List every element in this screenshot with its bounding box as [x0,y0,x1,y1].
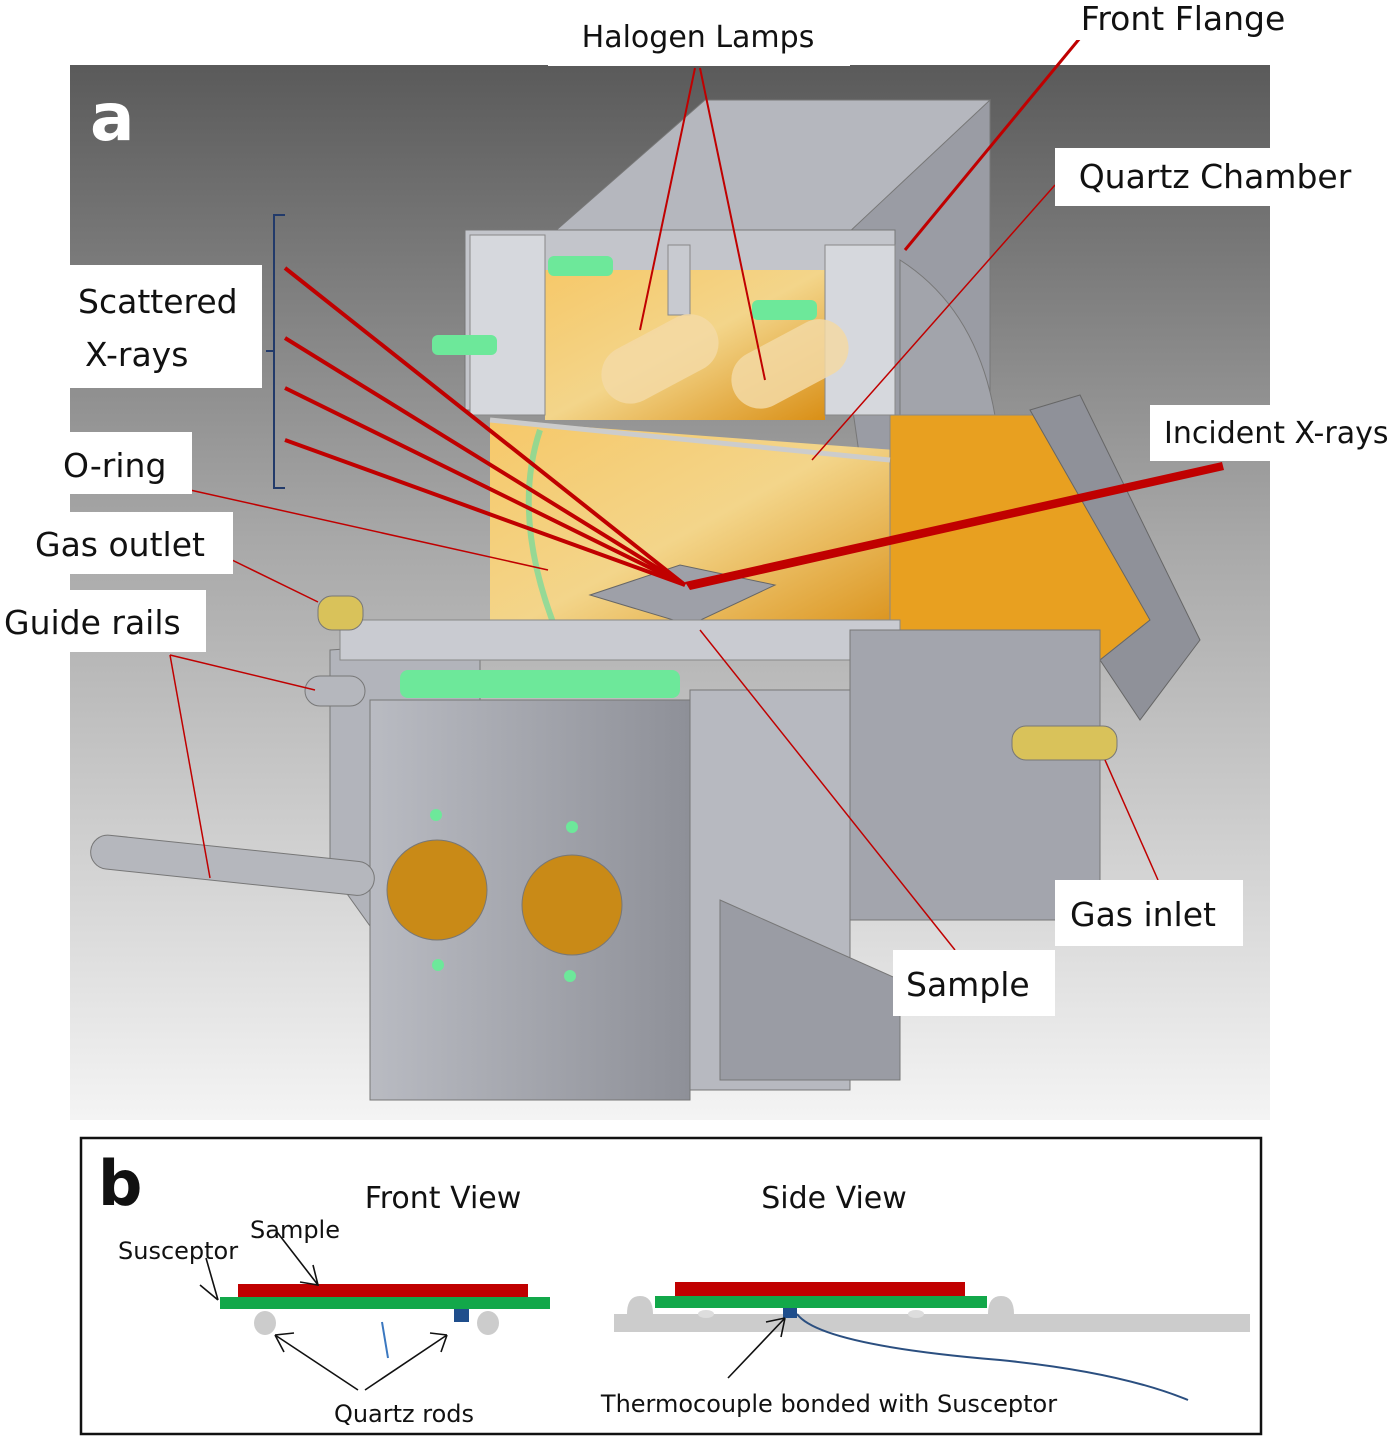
scattered-xrays-bracket [266,214,285,489]
sample-bar [238,1284,528,1297]
svg-text:Scattered: Scattered [78,282,238,321]
label-quartz-chamber: Quartz Chamber [1055,148,1370,206]
seal [548,256,613,276]
gas-inlet-port [1011,725,1118,761]
panel-b: b Front View Sample Susceptor Quartz rod… [79,1136,1263,1436]
annotation-arrows [169,37,1224,951]
svg-text:Gas outlet: Gas outlet [35,525,205,564]
guide-rail [304,675,366,707]
thermocouple-label: Thermocouple bonded with Susceptor [600,1390,1057,1418]
susceptor-bar [220,1297,550,1309]
port-hole [386,839,488,941]
label-incident-xrays: Incident X-rays [1150,405,1400,461]
susceptor-bar [655,1296,987,1308]
label-guide-rails: Guide rails [0,590,206,652]
quartz-rods-label: Quartz rods [334,1400,474,1428]
svg-text:X-rays: X-rays [85,335,188,374]
thermocouple-wire [796,1313,1189,1401]
label-gas-inlet: Gas inlet [1055,880,1243,946]
quartz-rod [988,1296,1014,1314]
scattered-xray-beam [283,266,687,587]
halogen-lamp [731,319,849,409]
svg-text:Halogen Lamps: Halogen Lamps [582,20,815,55]
scattered-xray-beam [283,336,687,587]
panel-a: a [0,0,1400,1120]
panel-a-letter: a [90,79,135,156]
scattered-xray-beam [284,438,686,587]
quartz-chamber-wall [489,417,891,463]
quartz-rod [477,1311,499,1335]
label-scattered-xrays: Scattered X-rays [70,265,262,388]
sample-bar [675,1282,965,1296]
svg-text:Guide rails: Guide rails [4,603,181,642]
thermocouple-junction [454,1309,469,1322]
label-sample: Sample [893,950,1055,1016]
label-halogen-lamps: Halogen Lamps [548,8,850,66]
halogen-lamp [601,314,719,404]
quartz-rod [254,1311,276,1335]
thermocouple-wire [381,1321,389,1359]
svg-text:Sample: Sample [906,965,1030,1004]
svg-text:Front Flange: Front Flange [1081,0,1286,38]
svg-text:Incident X-rays: Incident X-rays [1164,416,1389,451]
svg-text:Quartz Chamber: Quartz Chamber [1079,157,1352,196]
sample-label: Sample [250,1216,340,1244]
port-hole [521,854,623,956]
front-view-title: Front View [365,1181,522,1216]
side-view-title: Side View [761,1181,907,1216]
guide-rail [90,834,375,896]
svg-text:O-ring: O-ring [63,446,166,485]
support-plate [614,1314,1250,1332]
susceptor-label: Susceptor [118,1237,238,1265]
incident-xray-beam [685,462,1224,590]
quartz-rod [627,1296,653,1314]
label-gas-outlet: Gas outlet [25,512,233,574]
svg-text:Gas inlet: Gas inlet [1070,895,1216,934]
thermocouple-junction [783,1308,797,1318]
front-view: Front View Sample Susceptor Quartz rods [118,1181,550,1428]
label-front-flange: Front Flange [1060,0,1310,40]
label-o-ring: O-ring [55,432,192,494]
panel-b-letter: b [98,1147,142,1220]
scattered-xray-beam [284,386,686,587]
side-view: Side View Thermocouple bonded with Susce… [600,1181,1250,1418]
gas-outlet-port [317,595,364,631]
